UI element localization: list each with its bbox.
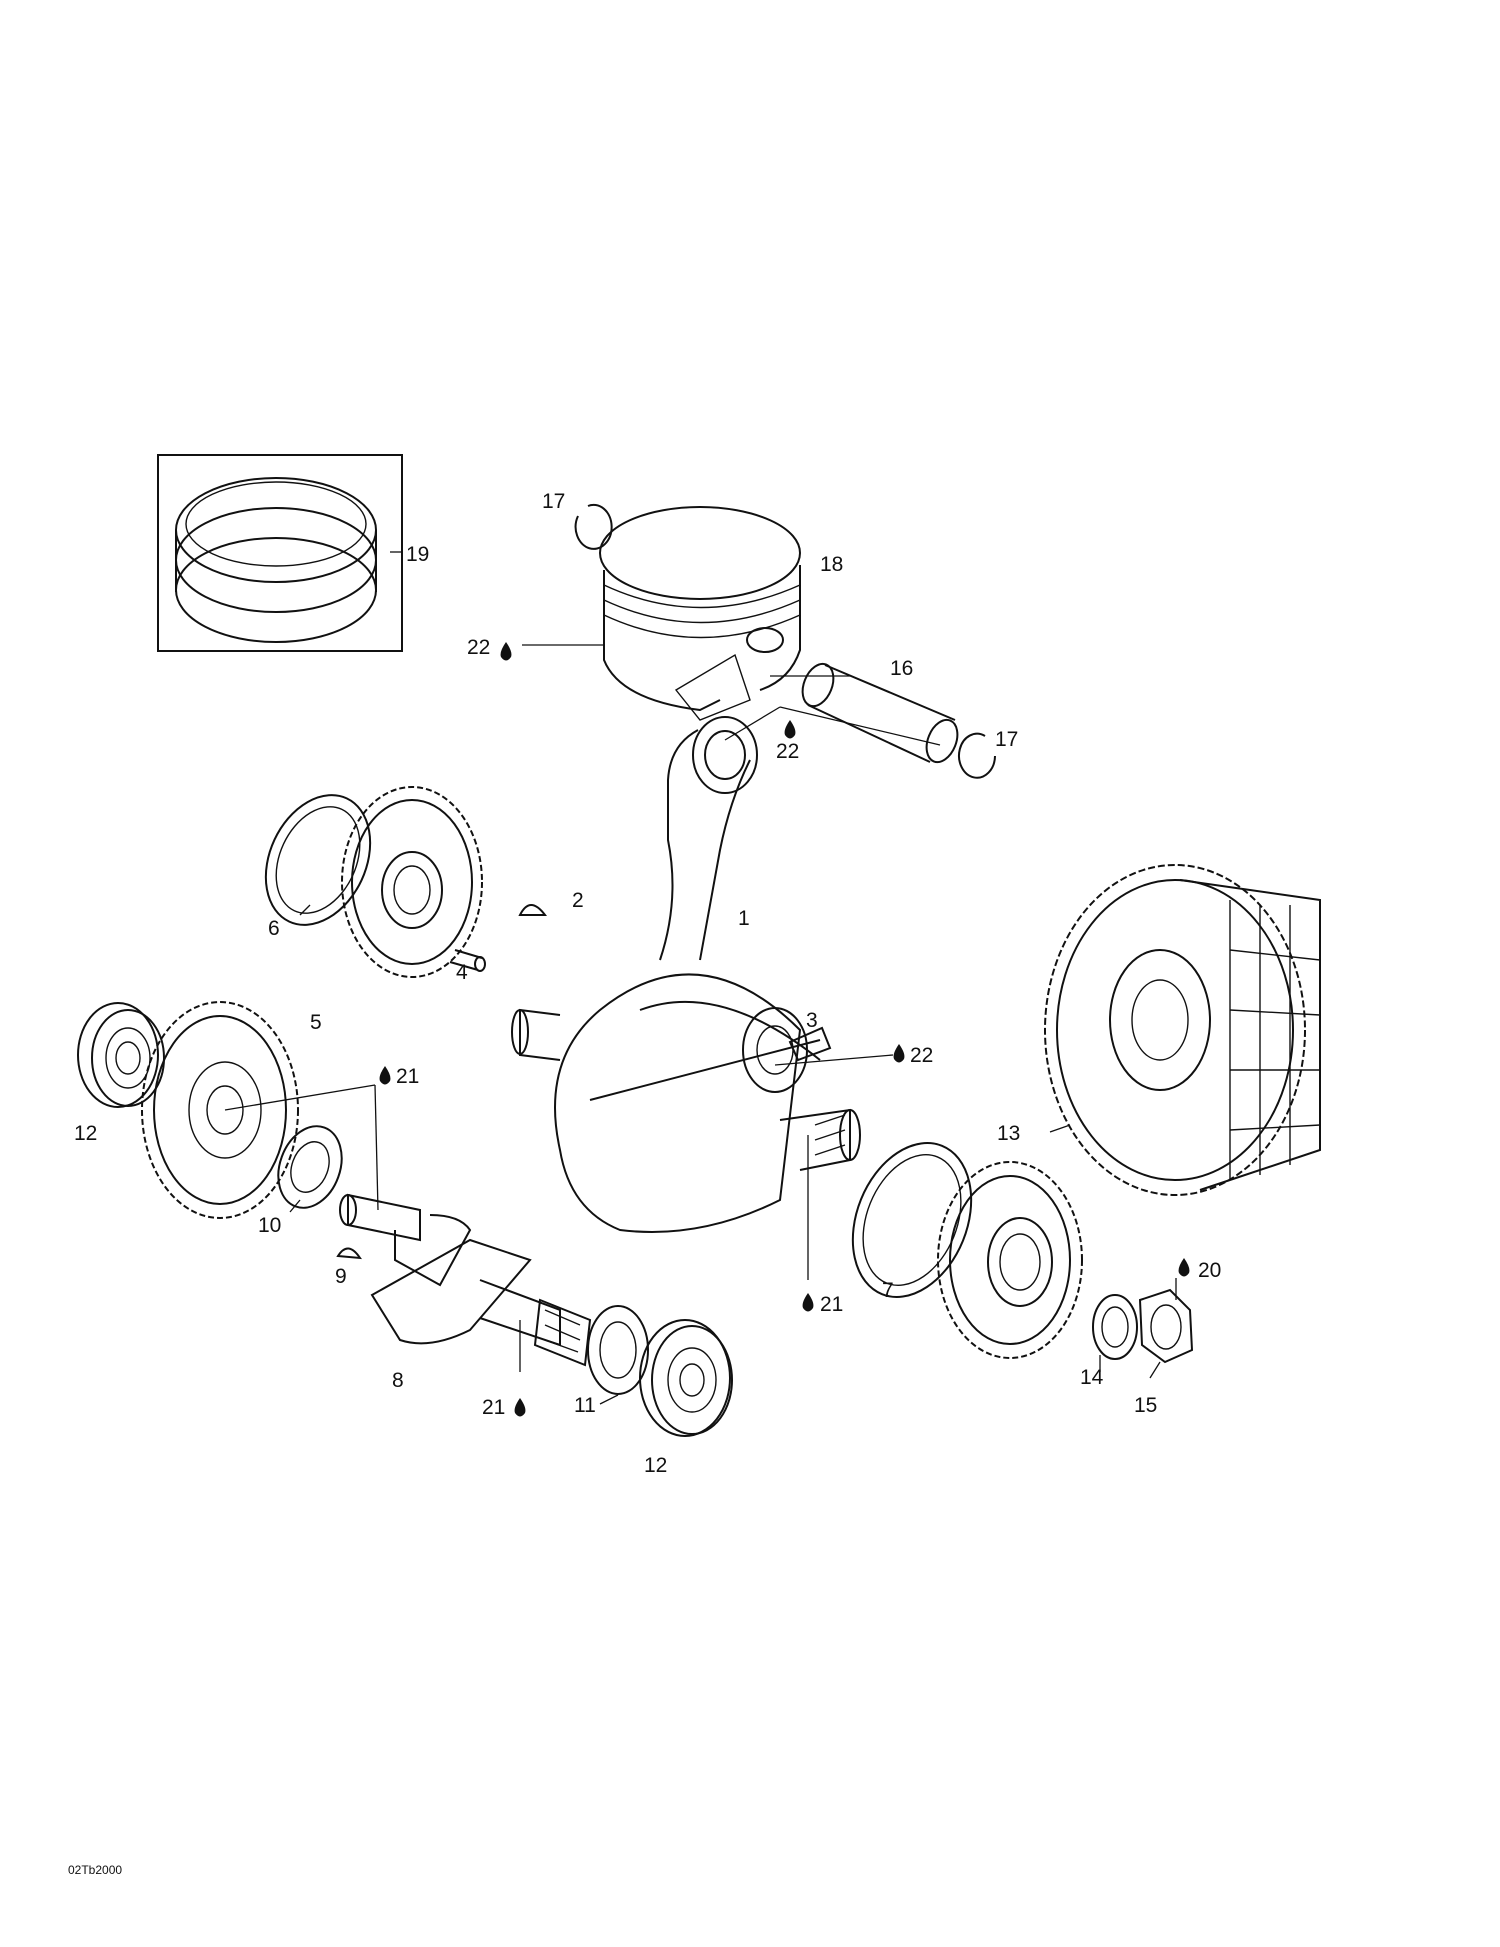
callout-22-pin: 22	[776, 740, 799, 763]
callout-2: 2	[572, 889, 584, 912]
callout-21-right: 21	[820, 1293, 843, 1316]
ball-bearing-lower	[639, 1319, 733, 1437]
callout-16: 16	[890, 657, 913, 680]
drive-gear-upper	[341, 786, 483, 978]
callout-12-lower: 12	[644, 1454, 667, 1477]
callout-20: 20	[1198, 1259, 1221, 1282]
callout-13: 13	[997, 1122, 1020, 1145]
leader-lines	[224, 551, 1177, 1405]
ball-bearing-left	[77, 1002, 165, 1108]
callout-10: 10	[258, 1214, 281, 1237]
oil-drop-icon	[379, 1066, 391, 1085]
callout-17-right: 17	[995, 728, 1018, 751]
oil-drop-icon	[1178, 1258, 1190, 1277]
balance-shaft	[339, 1193, 592, 1367]
callout-6: 6	[268, 917, 280, 940]
callout-14: 14	[1080, 1366, 1104, 1389]
circlip-upper	[574, 503, 613, 550]
callout-8: 8	[392, 1369, 404, 1392]
oil-drop-icon	[514, 1398, 526, 1417]
callout-9: 9	[335, 1265, 347, 1288]
callout-22-piston: 22	[467, 636, 490, 659]
callout-22-crank: 22	[910, 1044, 933, 1067]
callout-19: 19	[406, 543, 429, 566]
callout-15: 15	[1134, 1394, 1157, 1417]
piston	[599, 506, 801, 721]
callout-7: 7	[882, 1279, 894, 1302]
callout-5: 5	[310, 1011, 322, 1034]
oil-drop-icon	[500, 642, 512, 661]
diagram-code: 02Tb2000	[68, 1863, 122, 1877]
piston-pin	[801, 662, 959, 764]
oil-drop-icon	[784, 720, 796, 739]
circlip-right	[958, 732, 996, 779]
clutch-housing	[1044, 864, 1321, 1196]
woodruff-key-lower	[336, 1247, 362, 1260]
callout-4: 4	[456, 961, 468, 984]
oil-drop-icon	[802, 1293, 814, 1312]
callout-21-upper: 21	[396, 1065, 419, 1088]
oil-drop-icon	[893, 1044, 905, 1063]
callout-3: 3	[806, 1009, 818, 1032]
lock-washer	[1092, 1294, 1138, 1360]
callout-11: 11	[574, 1394, 596, 1417]
callout-12-left: 12	[74, 1122, 97, 1145]
callout-21-lower: 21	[482, 1396, 505, 1419]
web-key	[788, 1026, 832, 1062]
crankshaft-nut	[1138, 1288, 1194, 1364]
thrust-washer-10	[277, 1125, 343, 1209]
piston-ring-set-panel	[157, 454, 403, 652]
callout-1: 1	[738, 907, 750, 930]
crankshaft-assembly	[511, 716, 861, 1233]
callout-18: 18	[820, 553, 843, 576]
primary-drive-gear	[937, 1161, 1083, 1359]
woodruff-key-upper	[518, 904, 548, 916]
balancer-gear	[141, 1001, 299, 1219]
shim-washer-right	[851, 1142, 973, 1298]
callout-17-upper: 17	[542, 490, 565, 513]
thrust-washer-11	[587, 1305, 649, 1395]
